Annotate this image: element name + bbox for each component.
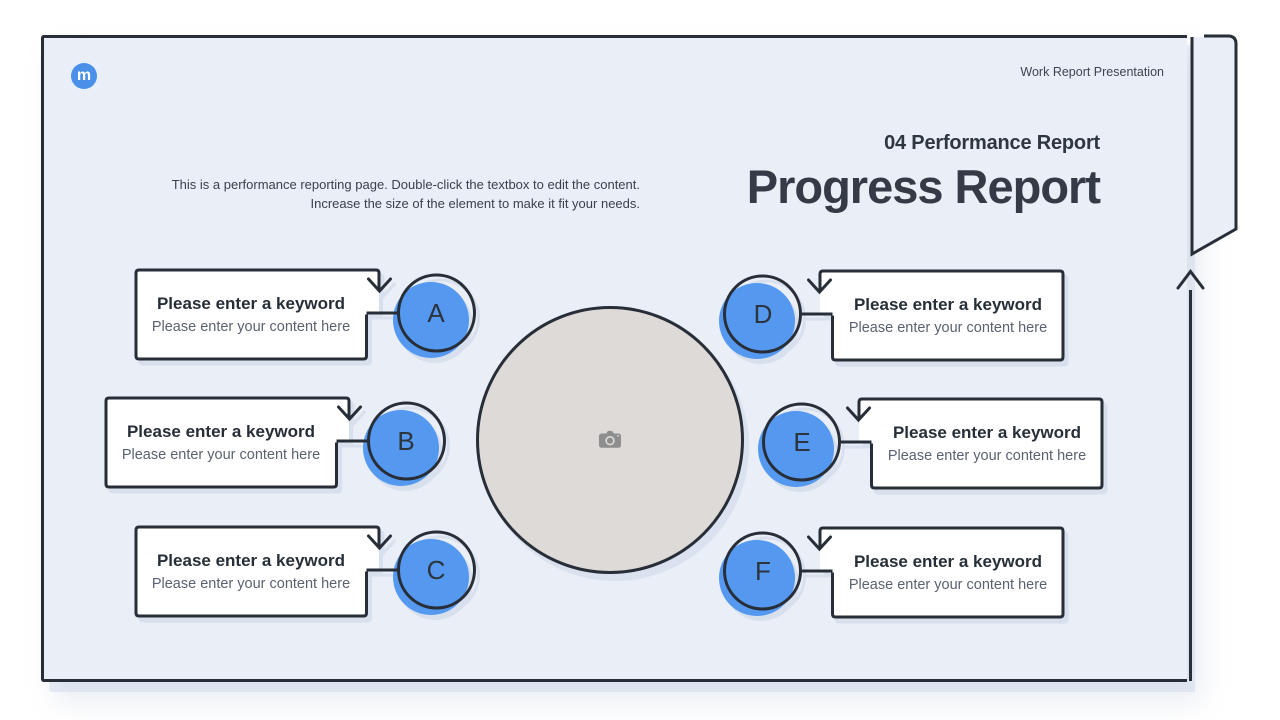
textbox-fill [801,528,1063,617]
item-letter-badge[interactable]: D [753,298,773,329]
textbox-outline [857,397,1104,490]
m-logo: m [71,63,97,89]
keyword-title: Please enter a keyword [853,552,1043,571]
textbox-fill [136,527,398,616]
textbox-fill [801,271,1063,360]
textbox-fill [840,399,1102,488]
item-letter-badge[interactable]: C [426,554,446,585]
keyword-textbox[interactable]: Please enter a keyword Please enter your… [833,271,1063,360]
keyword-textbox[interactable]: Please enter a keyword Please enter your… [833,528,1063,617]
arrow-down-icon [367,534,392,551]
keyword-item-b: Please enter a keyword Please enter your… [98,386,450,511]
arrow-down-icon [367,277,392,294]
keyword-item-graphic [719,526,1065,619]
arrow-down-icon [807,278,832,295]
section-label[interactable]: 04 Performance Report [884,132,1100,154]
outline-circle [367,401,446,481]
textbox-outline [134,525,381,618]
keyword-item-graphic [104,396,446,489]
accent-circle [393,539,469,615]
keyword-item-d: Please enter a keyword Please enter your… [719,259,1071,384]
outline-circle [762,402,841,482]
outline-circle [397,530,476,610]
description-line-1: This is a performance reporting page. Do… [171,177,640,192]
keyword-textbox[interactable]: Please enter a keyword Please enter your… [136,527,366,616]
logo-letter: m [76,67,92,84]
accent-circle [758,411,834,487]
accent-circle [393,282,469,358]
keyword-item-c: Please enter a keyword Please enter your… [128,515,480,640]
item-letter-badge[interactable]: E [793,426,811,457]
textbox-outline [134,268,381,361]
accent-circle [719,283,795,359]
item-letter-badge[interactable]: F [755,555,771,586]
outline-circle [397,273,476,353]
keyword-item-graphic [719,269,1065,362]
outline-circle [723,274,802,354]
keyword-textbox[interactable]: Please enter a keyword Please enter your… [136,270,366,359]
presentation-subtitle[interactable]: Work Report Presentation [1020,65,1164,79]
keyword-subtitle: Please enter your content here [151,319,351,335]
textbox-fill [136,270,398,359]
textbox-outline [818,269,1065,362]
keyword-title: Please enter a keyword [156,294,346,313]
arrow-down-icon [846,406,871,423]
bookmark-ribbon [1192,37,1236,254]
keyword-item-a: Please enter a keyword Please enter your… [128,258,480,383]
item-letter-badge[interactable]: A [427,297,445,328]
arrow-down-icon [337,405,362,422]
keyword-subtitle: Please enter your content here [151,576,351,592]
image-placeholder[interactable] [476,306,744,574]
keyword-textbox[interactable]: Please enter a keyword Please enter your… [872,399,1102,488]
keyword-item-graphic [134,525,476,618]
keyword-textbox[interactable]: Please enter a keyword Please enter your… [106,398,336,487]
description-textbox[interactable]: This is a performance reporting page. Do… [172,176,640,213]
keyword-item-e: Please enter a keyword Please enter your… [758,387,1110,512]
accent-circle [363,410,439,486]
textbox-fill [106,398,368,487]
keyword-item-f: Please enter a keyword Please enter your… [719,516,1071,641]
item-letter-badge[interactable]: B [397,425,415,456]
keyword-subtitle: Please enter your content here [887,448,1087,464]
keyword-subtitle: Please enter your content here [848,577,1048,593]
keyword-title: Please enter a keyword [892,423,1082,442]
arrow-down-icon [807,535,832,552]
keyword-item-graphic [758,397,1104,490]
description-line-2: Increase the size of the element to make… [310,195,640,211]
heading-block: 04 Performance Report Progress Report [746,132,1101,214]
keyword-title: Please enter a keyword [156,551,346,570]
keyword-subtitle: Please enter your content here [121,447,321,463]
textbox-outline [104,396,351,489]
keyword-title: Please enter a keyword [853,295,1043,314]
bookmark-ribbon-outline [1190,34,1238,257]
textbox-outline [818,526,1065,619]
keyword-item-graphic [134,268,476,361]
keyword-subtitle: Please enter your content here [848,320,1048,336]
outline-circle [723,531,802,611]
page-title[interactable]: Progress Report [746,160,1101,213]
accent-circle [719,540,795,616]
keyword-title: Please enter a keyword [126,422,316,441]
camera-icon [598,430,622,448]
